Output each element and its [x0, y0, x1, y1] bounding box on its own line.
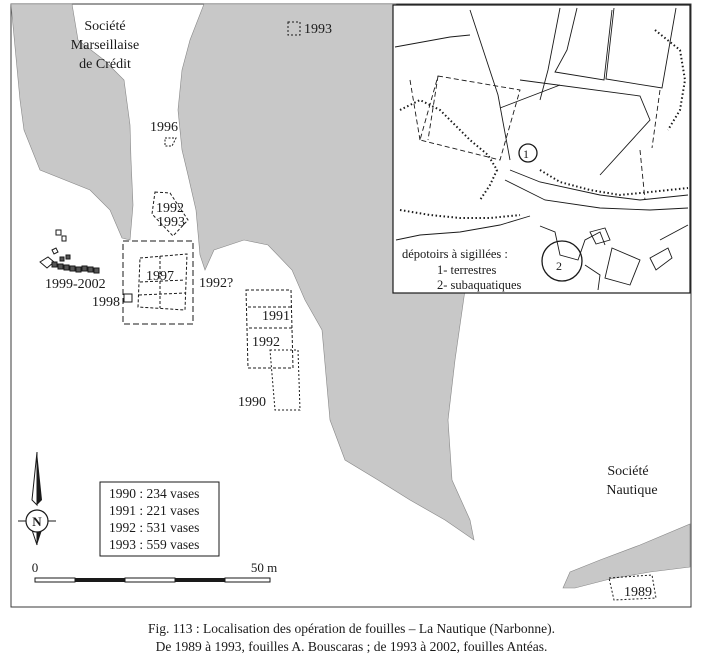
label-1998: 1998: [92, 295, 120, 310]
north-letter: N: [32, 514, 42, 529]
inset-legend-item-2: 2- subaquatiques: [437, 278, 521, 292]
label-1989: 1989: [624, 585, 652, 600]
zone-1996: [164, 137, 177, 147]
legend-row-1993: 1993 : 559 vases: [109, 537, 199, 552]
place-smc-line2: Marseillaise: [71, 38, 139, 53]
inset-legend-title: dépotoirs à sigillées :: [402, 247, 508, 261]
zone-1997-inner: [137, 253, 188, 311]
legend-row-1992: 1992 : 531 vases: [109, 520, 199, 535]
zone-1992-1993: [151, 191, 189, 237]
inset-marker-2: [541, 240, 583, 282]
place-nautique-line1: Société: [607, 464, 648, 479]
water-main-channel: [177, 3, 475, 541]
zone-1993-top: [287, 21, 301, 36]
zone-1989: [608, 574, 657, 601]
label-1991: 1991: [262, 309, 290, 324]
inset-marker-1: [518, 143, 538, 163]
inset-marker-2-label: 2: [556, 259, 562, 273]
water-lower-right: [562, 523, 691, 589]
label-1992q: 1992?: [199, 276, 233, 291]
scale-end-label: 50 m: [251, 560, 277, 575]
scale-bar: [34, 577, 271, 583]
zone-1990: [269, 349, 301, 411]
inset-map: [392, 4, 691, 294]
label-1997: 1997: [146, 269, 174, 284]
label-1993-b: 1993: [157, 215, 185, 230]
inset-legend-item-1: 1- terrestres: [437, 263, 496, 277]
label-1993-top: 1993: [304, 22, 332, 37]
figure-caption: Fig. 113 : Localisation des opération de…: [0, 620, 703, 656]
label-1990: 1990: [238, 395, 266, 410]
zone-1997-frame: [122, 240, 194, 325]
place-smc-line3: de Crédit: [79, 57, 131, 72]
legend-box: [99, 481, 220, 557]
zone-1998: [123, 293, 133, 303]
label-1999-2002: 1999-2002: [45, 277, 106, 292]
north-arrow-icon: [18, 451, 56, 546]
scale-start-label: 0: [32, 560, 39, 575]
caption-line-2: De 1989 à 1993, fouilles A. Bouscaras ; …: [155, 639, 548, 654]
zone-1999-2002-features: [39, 229, 100, 274]
water-left-channel: [10, 3, 134, 241]
label-1992-a: 1992: [156, 201, 184, 216]
place-smc-line1: Société: [84, 19, 125, 34]
caption-line-1: Fig. 113 : Localisation des opération de…: [147, 621, 556, 636]
excavation-outlines: [122, 21, 657, 601]
inset-marker-1-label: 1: [523, 147, 529, 161]
place-nautique-line2: Nautique: [606, 483, 657, 498]
zone-1991-1992: [245, 289, 294, 369]
legend-row-1990: 1990 : 234 vases: [109, 486, 199, 501]
label-1992-c: 1992: [252, 335, 280, 350]
legend-row-1991: 1991 : 221 vases: [109, 503, 199, 518]
label-1996: 1996: [150, 120, 178, 135]
